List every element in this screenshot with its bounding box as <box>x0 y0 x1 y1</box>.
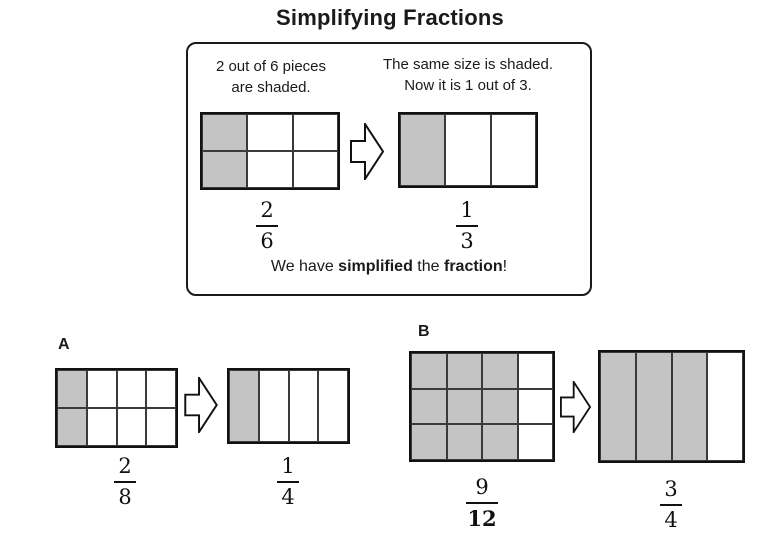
right-arrow-icon <box>560 381 591 433</box>
denominator: 3 <box>460 229 474 253</box>
conclusion-bold-word: fraction <box>444 258 503 275</box>
grid-cell <box>411 424 447 460</box>
fraction-bar <box>277 481 299 483</box>
caption-line: Now it is 1 out of 3. <box>404 77 532 94</box>
exercise-b-grid-after <box>598 350 745 463</box>
grid-cell <box>411 388 447 425</box>
grid-cell <box>707 352 743 461</box>
caption-line: are shaded. <box>231 79 311 96</box>
page-title: Simplifying Fractions <box>276 5 504 30</box>
example-fraction-grid-after <box>398 112 538 188</box>
grid-cell <box>635 352 672 461</box>
conclusion-text: the <box>412 258 444 275</box>
numerator: 9 <box>475 475 489 499</box>
fraction-bar <box>456 225 478 227</box>
grid-cell <box>600 352 636 461</box>
grid-cell <box>292 151 338 188</box>
grid-cell <box>146 370 176 408</box>
grid-cell <box>411 353 447 389</box>
grid-cell <box>482 388 518 425</box>
grid-cell <box>671 352 708 461</box>
numerator: 2 <box>260 198 274 222</box>
grid-cell <box>86 408 117 446</box>
exercise-b-fraction-after: 3 4 <box>653 479 689 531</box>
grid-cell <box>446 424 482 460</box>
grid-cell <box>116 370 147 408</box>
grid-cell <box>247 151 293 188</box>
exercise-a-grid-before <box>55 368 178 448</box>
exercise-a-label: A <box>58 336 70 353</box>
grid-cell <box>57 370 87 408</box>
numerator: 1 <box>460 198 474 222</box>
exercise-a-fraction-after: 1 4 <box>270 456 306 508</box>
example-caption-before: 2 out of 6 pieces are shaded. <box>196 56 346 98</box>
fraction-bar <box>660 504 682 506</box>
numerator: 1 <box>281 454 295 478</box>
conclusion-text: We have <box>270 258 339 275</box>
grid-cell <box>146 408 176 446</box>
grid-cell <box>288 370 319 442</box>
numerator: 2 <box>118 454 132 478</box>
conclusion-bold-word: simplified <box>338 258 413 275</box>
grid-cell <box>446 388 482 425</box>
denominator: 8 <box>118 485 132 509</box>
fraction-bar <box>256 225 278 227</box>
denominator: 6 <box>260 229 274 253</box>
caption-line: 2 out of 6 pieces <box>215 58 327 75</box>
exercise-a-fraction-before: 2 8 <box>107 456 143 508</box>
right-arrow-icon <box>184 377 218 433</box>
example-box: 2 out of 6 pieces are shaded. The same s… <box>186 42 592 296</box>
grid-cell <box>258 370 289 442</box>
denominator: 12 <box>467 506 497 531</box>
grid-cell <box>202 114 248 151</box>
grid-cell <box>445 114 491 186</box>
grid-cell <box>446 353 482 389</box>
grid-cell <box>57 408 87 446</box>
grid-cell <box>482 353 518 389</box>
grid-cell <box>517 353 553 389</box>
exercise-b-fraction-before: 9 12 <box>462 477 502 529</box>
caption-line: The same size is shaded. <box>382 56 554 73</box>
grid-cell <box>517 424 553 460</box>
grid-cell <box>318 370 348 442</box>
grid-cell <box>229 370 259 442</box>
conclusion-text: ! <box>502 258 508 275</box>
example-conclusion: We have simplified the fraction! <box>188 258 590 276</box>
grid-cell <box>400 114 446 186</box>
grid-cell <box>86 370 117 408</box>
grid-cell <box>116 408 147 446</box>
right-arrow-icon <box>350 123 384 180</box>
fraction-bar <box>114 481 136 483</box>
exercise-b-grid-before <box>409 351 555 462</box>
grid-cell <box>517 388 553 425</box>
fraction-bar <box>466 502 498 504</box>
example-fraction-after: 1 3 <box>449 200 485 252</box>
numerator: 3 <box>664 477 678 501</box>
denominator: 4 <box>664 508 678 532</box>
denominator: 4 <box>281 485 295 509</box>
exercise-b-label: B <box>418 323 430 340</box>
grid-cell <box>482 424 518 460</box>
grid-cell <box>247 114 293 151</box>
example-fraction-grid-before <box>200 112 340 190</box>
example-fraction-before: 2 6 <box>249 200 285 252</box>
grid-cell <box>292 114 338 151</box>
example-caption-after: The same size is shaded. Now it is 1 out… <box>354 54 582 96</box>
grid-cell <box>202 151 248 188</box>
grid-cell <box>490 114 536 186</box>
exercise-a-grid-after <box>227 368 350 444</box>
